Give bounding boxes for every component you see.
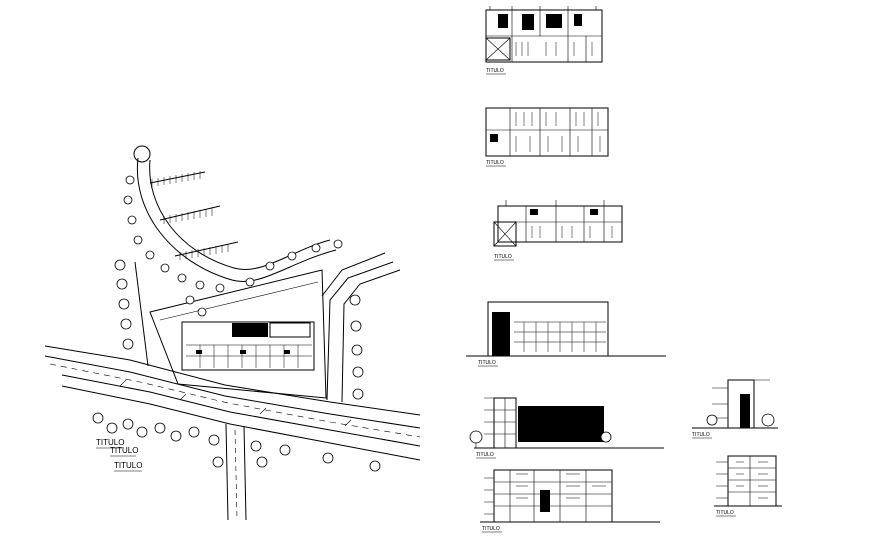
curved-drive bbox=[133, 145, 337, 282]
site-boundary bbox=[134, 261, 327, 399]
side-section-title: TITULO bbox=[716, 510, 734, 516]
floor-plan-2: TITULO bbox=[485, 107, 609, 167]
floor-plan-3: TITULO bbox=[493, 200, 623, 261]
side-section: TITULO bbox=[714, 455, 782, 517]
elevation-2-title: TITULO bbox=[476, 452, 494, 458]
site-trees bbox=[92, 175, 381, 472]
side-elevation-title: TITULO bbox=[692, 432, 710, 438]
plan-3-title: TITULO bbox=[494, 254, 512, 260]
site-plan: TITULO TITULO TITULO bbox=[44, 145, 421, 521]
main-road bbox=[44, 345, 421, 461]
floor-plan-1: TITULO bbox=[485, 6, 603, 75]
building-footprint bbox=[181, 321, 315, 371]
section-1-title: TITULO bbox=[482, 526, 500, 532]
side-road bbox=[225, 423, 247, 521]
site-label-main: TITULO bbox=[96, 438, 124, 447]
plan-1-title: TITULO bbox=[486, 68, 504, 74]
front-elevation: TITULO bbox=[466, 301, 666, 367]
parking-rows bbox=[149, 171, 239, 260]
building-section: TITULO bbox=[480, 469, 660, 533]
side-elevation: TITULO bbox=[692, 379, 778, 439]
site-label-second: TITULO bbox=[110, 446, 138, 455]
rear-elevation: TITULO bbox=[469, 397, 664, 459]
elevation-1-title: TITULO bbox=[478, 360, 496, 366]
right-road bbox=[321, 252, 401, 403]
plan-2-title: TITULO bbox=[486, 160, 504, 166]
site-label-third: TITULO bbox=[114, 461, 142, 470]
